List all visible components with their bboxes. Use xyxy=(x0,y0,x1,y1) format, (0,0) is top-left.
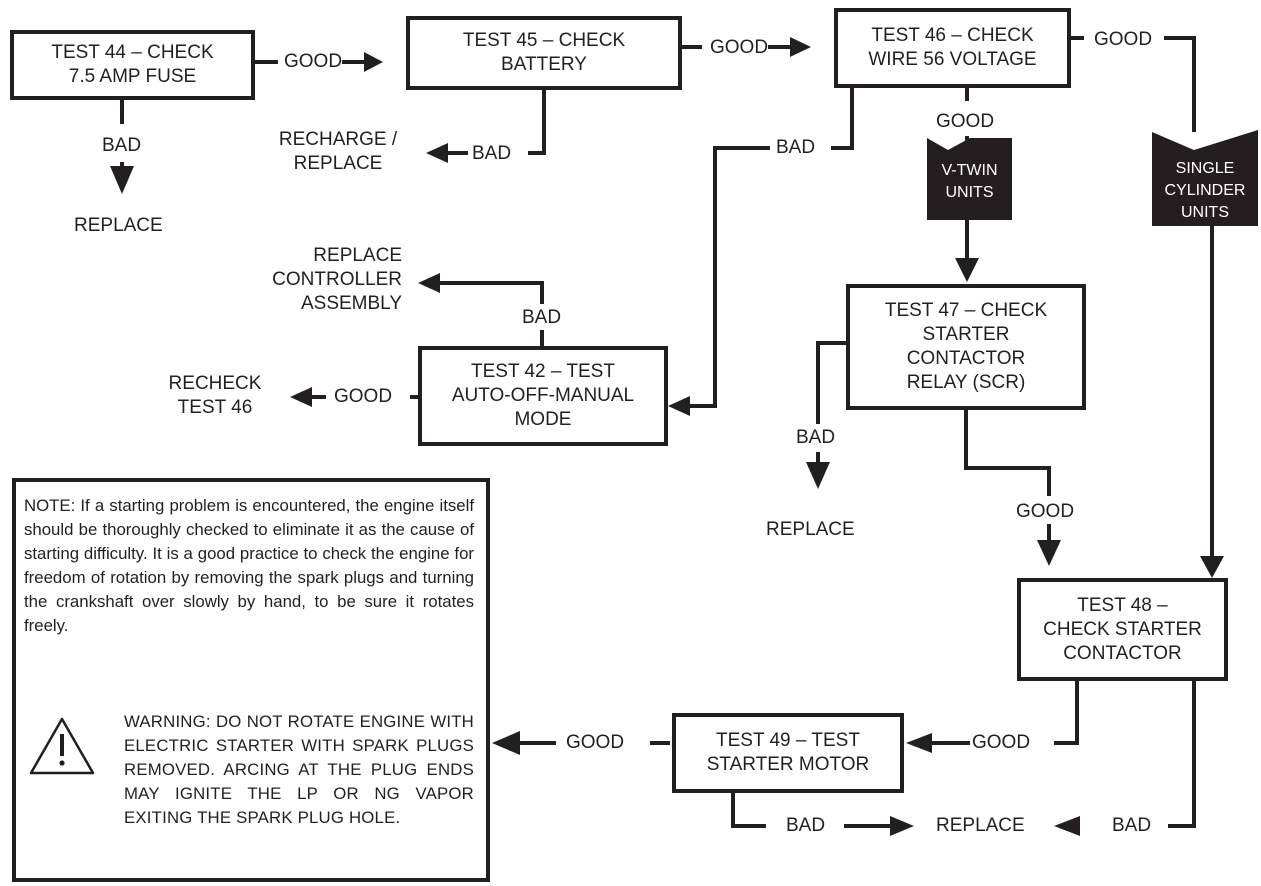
recharge-replace-label: RECHARGE / REPLACE xyxy=(268,128,408,176)
replace-label-44: REPLACE xyxy=(74,214,163,238)
test-42-box: TEST 42 – TEST AUTO-OFF-MANUAL MODE xyxy=(418,346,668,446)
test-44-line2: 7.5 AMP FUSE xyxy=(68,66,197,87)
test-42-line2: AUTO-OFF-MANUAL xyxy=(451,385,635,406)
test-45-line2: BATTERY xyxy=(501,54,587,75)
test-49-line1: TEST 49 – TEST xyxy=(716,730,860,751)
good-label-47: GOOD xyxy=(1016,500,1075,524)
test-45-line1: TEST 45 – CHECK xyxy=(462,30,626,51)
v-twin-tag-text: V-TWIN UNITS xyxy=(927,160,1012,204)
test-47-line1: TEST 47 – CHECK xyxy=(884,300,1048,321)
test-47-line3: CONTACTOR xyxy=(906,348,1026,369)
v-twin-line1: V-TWIN xyxy=(941,162,998,179)
single-line2: CYLINDER xyxy=(1164,182,1246,199)
replace-controller-line1: REPLACE xyxy=(313,245,402,266)
recharge-line1: RECHARGE / xyxy=(278,129,398,150)
note-text: NOTE: If a starting problem is encounter… xyxy=(24,496,474,635)
test-49-box: TEST 49 – TEST STARTER MOTOR xyxy=(672,713,904,793)
recheck-test46-label: RECHECK TEST 46 xyxy=(150,372,280,420)
test-46-box: TEST 46 – CHECK WIRE 56 VOLTAGE xyxy=(834,8,1071,88)
replace-label-bottom: REPLACE xyxy=(936,814,1025,838)
replace-label-47: REPLACE xyxy=(766,518,855,542)
good-label-49: GOOD xyxy=(566,731,625,755)
note-box xyxy=(12,478,490,882)
v-twin-tag xyxy=(927,138,1012,220)
good-label-45-46: GOOD xyxy=(710,36,769,60)
test-46-line2: WIRE 56 VOLTAGE xyxy=(868,49,1037,70)
good-label-42: GOOD xyxy=(334,385,393,409)
warning-text: WARNING: DO NOT ROTATE ENGINE WITH ELECT… xyxy=(124,712,474,827)
good-label-46-down: GOOD xyxy=(936,110,995,134)
single-line1: SINGLE xyxy=(1175,160,1235,177)
arrowhead xyxy=(364,52,383,72)
good-label-48: GOOD xyxy=(972,731,1031,755)
test-45-box: TEST 45 – CHECK BATTERY xyxy=(406,16,682,90)
test-49-line2: STARTER MOTOR xyxy=(706,754,870,775)
test-42-line3: MODE xyxy=(514,409,572,430)
bad-label-48: BAD xyxy=(1112,814,1152,838)
recharge-line2: REPLACE xyxy=(293,153,383,174)
test-46-line1: TEST 46 – CHECK xyxy=(871,25,1034,46)
replace-controller-line2: CONTROLLER xyxy=(272,269,402,290)
test-47-line4: RELAY (SCR) xyxy=(906,372,1026,393)
bad-label-42: BAD xyxy=(522,306,562,330)
bad-label-45: BAD xyxy=(472,142,512,166)
test-42-line1: TEST 42 – TEST xyxy=(471,361,615,382)
bad-label-47: BAD xyxy=(796,426,836,450)
recheck-line1: RECHECK xyxy=(168,373,262,394)
bad-label-49: BAD xyxy=(786,814,826,838)
test-47-box: TEST 47 – CHECK STARTER CONTACTOR RELAY (SC… xyxy=(846,284,1086,410)
test-44-line1: TEST 44 – CHECK xyxy=(51,42,214,63)
replace-controller-line3: ASSEMBLY xyxy=(300,293,402,314)
v-twin-line2: UNITS xyxy=(945,184,994,201)
warning-triangle-icon xyxy=(29,717,95,775)
test-48-line3: CONTACTOR xyxy=(1063,642,1182,664)
test-48-line1: TEST 48 – xyxy=(1077,594,1168,616)
replace-controller-label: REPLACE CONTROLLER ASSEMBLY xyxy=(246,244,402,316)
test-44-box: TEST 44 – CHECK 7.5 AMP FUSE xyxy=(10,30,255,100)
good-label-46-single: GOOD xyxy=(1094,28,1153,52)
good-label-44-45: GOOD xyxy=(284,50,343,74)
single-line3: UNITS xyxy=(1181,204,1229,221)
single-cylinder-tag-text: SINGLE CYLINDER UNITS xyxy=(1152,158,1258,224)
bad-label-44: BAD xyxy=(102,134,142,158)
test-48-line2: CHECK STARTER xyxy=(1043,618,1202,640)
recheck-line2: TEST 46 xyxy=(177,397,253,418)
test-47-line2: STARTER xyxy=(922,324,1010,345)
single-cylinder-tag xyxy=(1152,130,1258,226)
bad-label-46: BAD xyxy=(776,136,816,160)
